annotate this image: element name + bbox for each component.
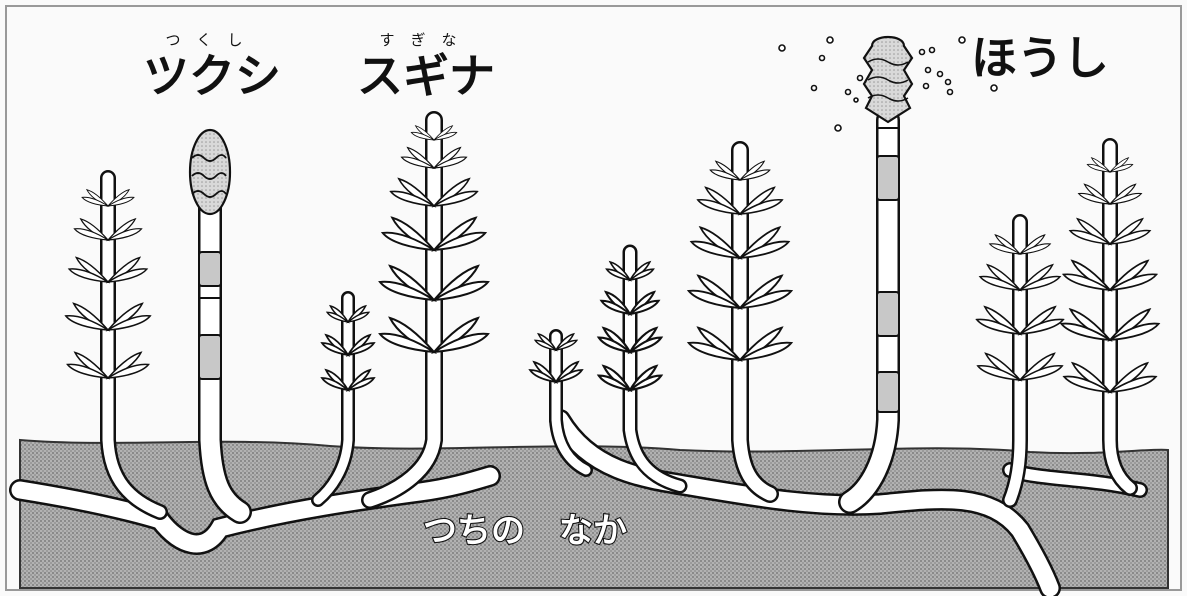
sugina-plant [1060, 138, 1160, 496]
tsukushi-plant [838, 35, 914, 514]
tsukushi-ruby: つくし [165, 31, 258, 49]
houshi-label: ほうし [971, 31, 1109, 85]
tsukushi-plant [188, 128, 252, 524]
spore-particles [778, 36, 998, 132]
sugina-plant [65, 170, 168, 520]
underground-label: つちの なか [423, 511, 627, 551]
sugina-label: スギナ [357, 49, 495, 103]
sugina-plant [975, 214, 1064, 508]
sugina-plant [311, 291, 375, 507]
tsukushi-label: ツクシ [143, 49, 281, 103]
sugina-plant [597, 244, 688, 494]
sugina-plant [687, 141, 793, 503]
sugina-plant [529, 329, 593, 477]
frame-border [5, 5, 1182, 591]
rhizome-left [9, 465, 501, 555]
sugina-plant [361, 111, 489, 509]
sugina-ruby: すぎな [379, 31, 472, 49]
